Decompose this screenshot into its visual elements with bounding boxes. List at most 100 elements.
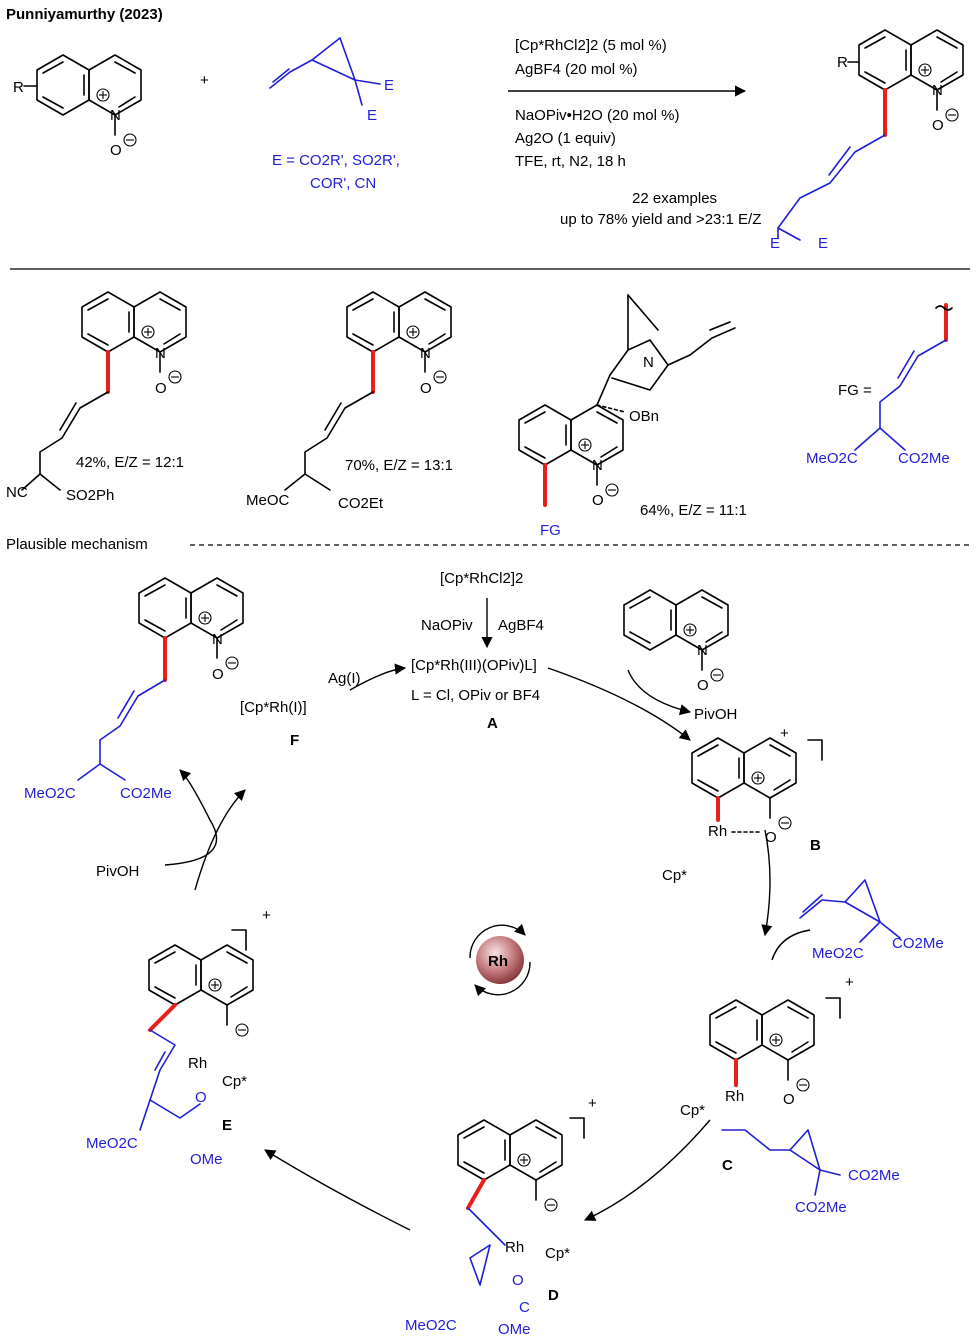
e-definition-line2: COR', CN bbox=[310, 175, 376, 192]
b-cp: Cp* bbox=[662, 867, 687, 884]
c-group-b: CO2Me bbox=[795, 1199, 847, 1216]
substituent-r: R bbox=[13, 79, 24, 96]
product-r: R bbox=[837, 54, 848, 71]
pivoh-in: PivOH bbox=[96, 863, 139, 880]
intermediate-e bbox=[148, 944, 254, 1037]
e-cp: Cp* bbox=[222, 1073, 247, 1090]
b-charge: + bbox=[780, 725, 789, 742]
svg-text:N: N bbox=[212, 631, 223, 648]
rh-catalyst-badge bbox=[469, 923, 531, 997]
c-charge: + bbox=[845, 974, 854, 991]
vcp-group-b: CO2Me bbox=[892, 935, 944, 952]
example-3-fg: FG bbox=[540, 522, 561, 539]
arrow-product-release bbox=[164, 769, 218, 866]
example-3-quinoline bbox=[518, 404, 624, 497]
plus-sign: + bbox=[200, 72, 209, 89]
released-product-quinoline bbox=[138, 577, 244, 670]
example-3-obn: OBn bbox=[629, 408, 659, 425]
product-e1: E bbox=[818, 235, 828, 252]
label-d: D bbox=[548, 1287, 559, 1304]
svg-text:O: O bbox=[932, 117, 944, 134]
svg-text:N: N bbox=[932, 82, 943, 99]
svg-text:C: C bbox=[519, 1299, 530, 1316]
condition-below-2: Ag2O (1 equiv) bbox=[515, 130, 616, 147]
intermediate-c bbox=[709, 999, 815, 1092]
svg-text:O: O bbox=[512, 1272, 524, 1289]
example-2-yield: 70%, E/Z = 13:1 bbox=[345, 457, 453, 474]
condition-below-1: NaOPiv•H2O (20 mol %) bbox=[515, 107, 679, 124]
quinoline-n-oxide-substrate bbox=[36, 54, 142, 147]
example-1-quinoline bbox=[81, 291, 187, 384]
e-group-a: MeO2C bbox=[86, 1135, 138, 1152]
active-catalyst: [Cp*Rh(III)(OPiv)L] bbox=[411, 657, 537, 674]
fg-group-b: CO2Me bbox=[898, 450, 950, 467]
b-rh: Rh bbox=[708, 823, 727, 840]
arrow-b-to-c bbox=[761, 829, 773, 937]
condition-below-3: TFE, rt, N2, 18 h bbox=[515, 153, 626, 170]
fg-label: FG = bbox=[838, 382, 872, 399]
intermediate-b bbox=[691, 737, 797, 830]
svg-text:N: N bbox=[110, 107, 121, 124]
svg-text:N: N bbox=[420, 345, 431, 362]
svg-text:O: O bbox=[110, 142, 122, 159]
svg-text:N: N bbox=[697, 642, 708, 659]
svg-text:O: O bbox=[592, 492, 604, 509]
c-cp: Cp* bbox=[680, 1102, 705, 1119]
label-f: F bbox=[290, 732, 299, 749]
fg-group-a: MeO2C bbox=[806, 450, 858, 467]
condition-above-1: [Cp*RhCl2]2 (5 mol %) bbox=[515, 37, 667, 54]
product-quinoline bbox=[858, 29, 964, 122]
label-b: B bbox=[810, 837, 821, 854]
c-rh: Rh bbox=[725, 1088, 744, 1105]
svg-text:O: O bbox=[420, 380, 432, 397]
quinuclidine-fragment bbox=[596, 294, 736, 413]
svg-text:N: N bbox=[592, 457, 603, 474]
svg-text:O: O bbox=[783, 1091, 795, 1108]
rh-i: [Cp*Rh(I)] bbox=[240, 699, 307, 716]
precatalyst: [Cp*RhCl2]2 bbox=[440, 570, 523, 587]
svg-text:O: O bbox=[195, 1089, 207, 1106]
svg-text:O: O bbox=[697, 677, 709, 694]
incoming-quinoline-n-oxide bbox=[623, 589, 729, 682]
scope-line2: up to 78% yield and >23:1 E/Z bbox=[560, 211, 761, 228]
arrow-c-to-d bbox=[583, 1119, 711, 1221]
condition-above-2: AgBF4 (20 mol %) bbox=[515, 61, 638, 78]
additive-right: AgBF4 bbox=[498, 617, 544, 634]
d-group-a: MeO2C bbox=[405, 1317, 457, 1334]
mechanism-title: Plausible mechanism bbox=[6, 536, 148, 553]
arrow-e-to-f bbox=[194, 789, 246, 891]
vinylcyclopropane bbox=[269, 37, 381, 106]
ligand-note: L = Cl, OPiv or BF4 bbox=[411, 687, 540, 704]
example-3-yield: 64%, E/Z = 11:1 bbox=[640, 502, 747, 519]
svg-text:O: O bbox=[155, 380, 167, 397]
svg-text:OMe: OMe bbox=[190, 1151, 223, 1168]
released-group-b: CO2Me bbox=[120, 785, 172, 802]
pivoh-out: PivOH bbox=[694, 706, 737, 723]
d-rh: Rh bbox=[505, 1239, 524, 1256]
example-1-yield: 42%, E/Z = 12:1 bbox=[76, 454, 184, 471]
arrow-d-to-e bbox=[264, 1149, 411, 1231]
svg-text:O: O bbox=[212, 666, 224, 683]
c-group-a: CO2Me bbox=[848, 1167, 900, 1184]
ester-e2: E bbox=[367, 107, 377, 124]
example-2-group-b: CO2Et bbox=[338, 495, 384, 512]
incoming-vcp bbox=[799, 879, 901, 943]
svg-text:OMe: OMe bbox=[498, 1321, 531, 1338]
arrow-f-to-a bbox=[349, 663, 407, 691]
svg-text:N: N bbox=[155, 345, 166, 362]
label-c: C bbox=[722, 1157, 733, 1174]
example-1-group-b: SO2Ph bbox=[66, 487, 114, 504]
example-2-group-a: MeOC bbox=[246, 492, 290, 509]
ester-e1: E bbox=[384, 77, 394, 94]
label-e: E bbox=[222, 1117, 232, 1134]
e-charge: + bbox=[262, 907, 271, 924]
d-cp: Cp* bbox=[545, 1245, 570, 1262]
released-group-a: MeO2C bbox=[24, 785, 76, 802]
rh-badge-label: Rh bbox=[488, 953, 508, 970]
example-2-quinoline bbox=[346, 291, 452, 384]
svg-text:O: O bbox=[765, 829, 777, 846]
e-definition-line1: E = CO2R', SO2R', bbox=[272, 152, 400, 169]
scope-line1: 22 examples bbox=[632, 190, 717, 207]
vcp-group-a: MeO2C bbox=[812, 945, 864, 962]
